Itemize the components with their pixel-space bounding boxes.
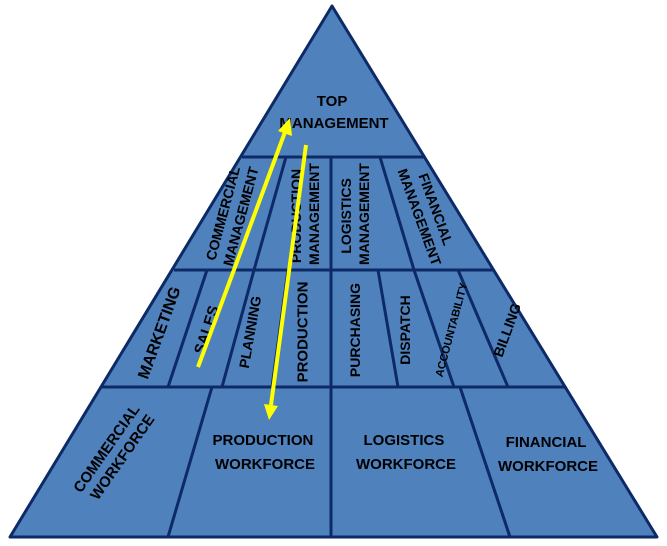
upward-arrow-icon — [278, 118, 292, 136]
production-function-label: PRODUCTION — [295, 282, 312, 383]
divider-mgmt-1 — [252, 156, 288, 271]
divider-work-1 — [166, 386, 214, 538]
financial-workforce-label: FINANCIAL WORKFORCE — [498, 434, 598, 475]
production-workforce-label: PRODUCTION WORKFORCE — [212, 432, 317, 473]
logistics-management-label: LOGISTICS MANAGEMENT — [338, 163, 372, 265]
divider-func-6 — [412, 269, 456, 388]
purchasing-label: PURCHASING — [347, 283, 363, 377]
dispatch-label: DISPATCH — [397, 295, 413, 364]
downward-arrow-line — [269, 144, 308, 406]
divider-work-3 — [458, 386, 512, 538]
logistics-workforce-label: LOGISTICS WORKFORCE — [356, 432, 456, 473]
downward-arrow-icon — [264, 404, 278, 420]
divider-mgmt-3 — [378, 156, 416, 271]
top-management-label: TOP MANAGEMENT — [279, 93, 388, 132]
upward-arrow-line — [196, 131, 287, 368]
divider-func-1 — [166, 269, 209, 388]
divider-func-2 — [220, 269, 256, 388]
divider-func-5 — [376, 269, 400, 388]
divider-func-7 — [456, 269, 510, 388]
